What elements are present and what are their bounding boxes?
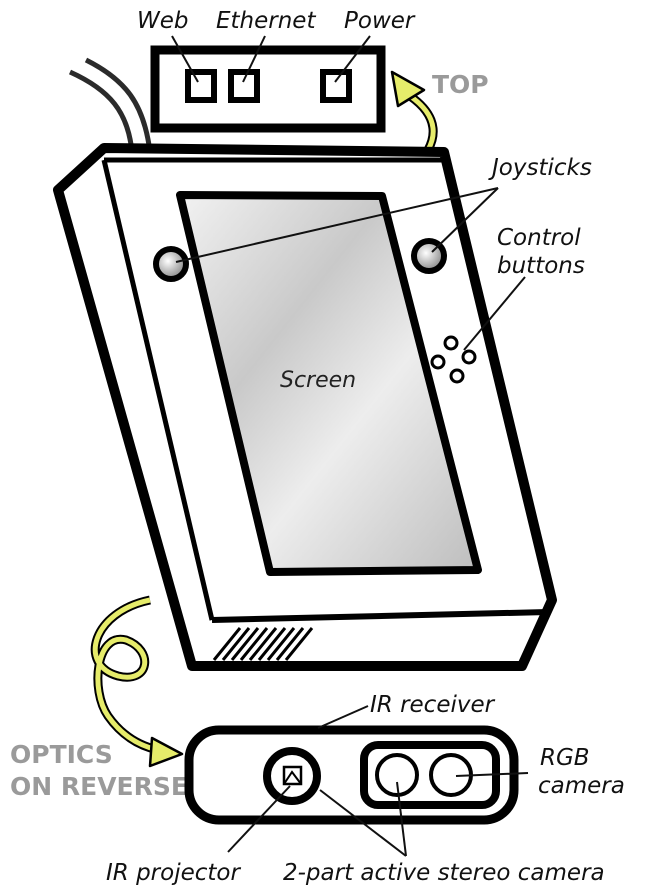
handheld-device: Screen [53,143,557,671]
label-stereo-camera: 2-part active stereo camera [283,860,605,886]
label-ir-receiver: IR receiver [370,692,496,718]
power-port [320,69,352,103]
left-joystick [153,246,189,282]
caption-top: TOP [432,70,489,99]
ir-projector [263,747,321,805]
label-screen: Screen [280,368,356,393]
vent-grille [212,627,314,661]
label-power: Power [344,8,416,34]
caption-optics-line2: ON REVERSE [10,772,188,801]
label-ir-projector: IR projector [106,860,241,886]
caption-optics-line1: OPTICS [10,740,113,769]
ethernet-port [228,69,260,103]
stereo-lens-left [375,753,419,797]
web-port [185,69,217,103]
top-port-panel: Web Ethernet Power [137,8,416,133]
reverse-arrow-icon [90,595,184,768]
control-buttons [430,335,477,384]
label-rgb-line1: RGB [540,745,590,771]
label-web: Web [137,8,189,34]
top-arrow-icon [390,70,438,153]
cable [68,57,153,153]
label-control-line2: buttons [497,253,585,279]
screen [176,191,482,576]
label-control-line1: Control [497,225,581,251]
label-ethernet: Ethernet [216,8,316,34]
label-joysticks: Joysticks [488,155,592,181]
label-rgb-line2: camera [538,773,625,799]
